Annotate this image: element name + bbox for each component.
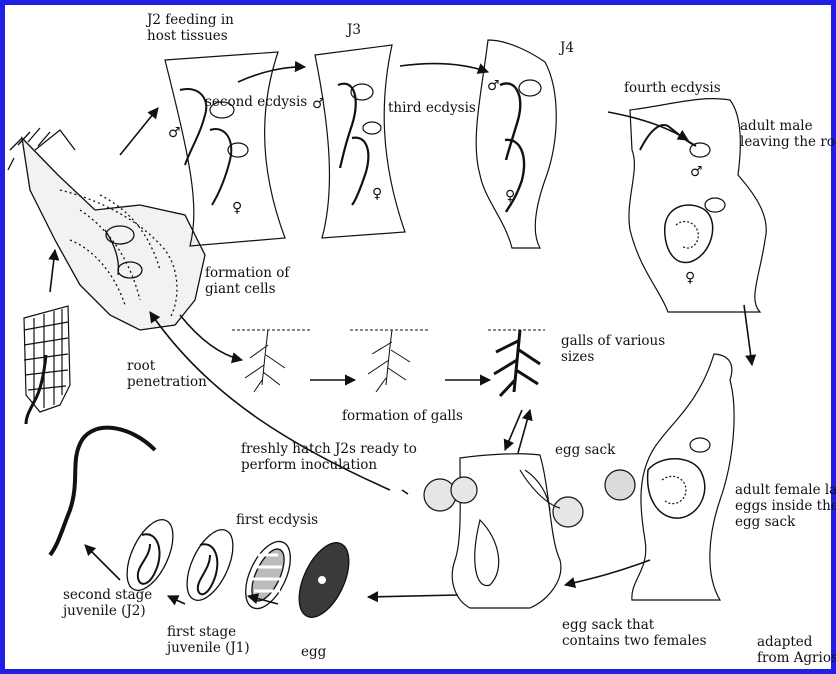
female-symbol-adult: ♀ xyxy=(685,270,695,286)
label-egg-sack-two-females: egg sack that contains two females xyxy=(562,617,707,649)
label-j3: J3 xyxy=(347,22,361,38)
label-formation-galls: formation of galls xyxy=(342,408,463,424)
label-fourth-ecdysis: fourth ecdysis xyxy=(624,80,721,96)
label-root-penetration: root penetration xyxy=(127,358,207,390)
female-symbol-j2: ♀ xyxy=(232,200,242,216)
label-egg-sack: egg sack xyxy=(555,442,615,458)
root-tip-illustration xyxy=(8,128,205,330)
j3-illustration xyxy=(315,45,405,238)
adult-female-illustration xyxy=(605,354,734,600)
label-first-ecdysis: first ecdysis xyxy=(236,512,318,528)
female-symbol-j4: ♀ xyxy=(505,188,515,204)
label-adult-female: adult female laying eggs inside the egg … xyxy=(735,482,836,530)
label-galls-various-sizes: galls of various sizes xyxy=(561,333,665,365)
male-symbol-j4: ♂ xyxy=(487,78,500,94)
label-second-ecdysis: second ecdysis xyxy=(205,94,307,110)
label-adapted-from: adapted from Agrios xyxy=(757,634,836,666)
egg-sack-two-females-illustration xyxy=(424,454,583,608)
label-j4: J4 xyxy=(560,40,574,56)
label-third-ecdysis: third ecdysis xyxy=(388,100,476,116)
egg-stage-illustrations xyxy=(118,513,359,625)
label-formation-giant-cells: formation of giant cells xyxy=(205,265,289,297)
male-symbol-j2: ♂ xyxy=(168,125,181,141)
label-egg: egg xyxy=(301,644,326,660)
hatched-j2-illustration xyxy=(50,428,155,555)
root-gall-illustrations xyxy=(232,330,545,396)
female-symbol-j3: ♀ xyxy=(372,186,382,202)
male-symbol-j3: ♂ xyxy=(312,96,325,112)
label-second-stage-juvenile: second stage juvenile (J2) xyxy=(63,587,152,619)
root-segment-illustration xyxy=(24,306,70,424)
j4-illustration xyxy=(476,40,556,248)
label-adult-male: adult male leaving the root xyxy=(740,118,836,150)
label-freshly-hatch: freshly hatch J2s ready to perform inocu… xyxy=(241,441,417,473)
label-first-stage-juvenile: first stage juvenile (J1) xyxy=(167,624,250,656)
label-j2-feeding: J2 feeding in host tissues xyxy=(147,12,234,44)
male-symbol-adult: ♂ xyxy=(690,164,703,180)
